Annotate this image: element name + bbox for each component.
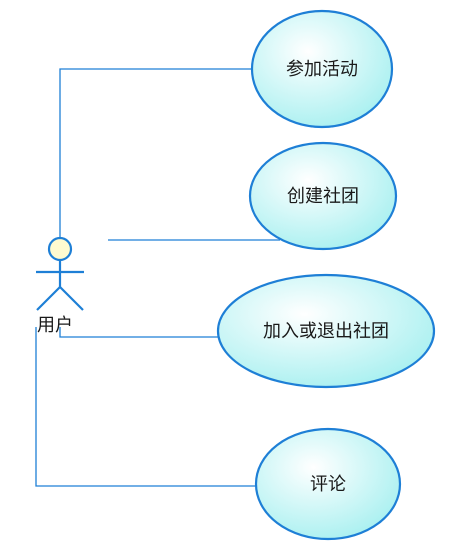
association-join-or-leave-club — [59, 327, 218, 338]
actor-head — [47, 236, 73, 262]
use-case-comment[interactable]: 评论 — [254, 427, 402, 541]
actor-left-leg — [36, 286, 61, 311]
use-case-create-club[interactable]: 创建社团 — [248, 141, 398, 251]
use-case-label: 加入或退出社团 — [263, 321, 389, 342]
association-comment — [35, 327, 256, 487]
actor-user[interactable] — [36, 236, 84, 311]
association-join-activity — [59, 68, 252, 238]
actor-right-leg — [59, 286, 84, 311]
use-case-ellipse — [254, 427, 402, 541]
use-case-ellipse — [216, 273, 436, 389]
use-case-label: 评论 — [310, 474, 346, 495]
use-case-join-or-leave-club[interactable]: 加入或退出社团 — [216, 273, 436, 389]
use-case-label: 创建社团 — [287, 186, 359, 207]
associations — [35, 68, 280, 487]
actor-label: 用户 — [37, 315, 73, 336]
use-case-label: 参加活动 — [286, 59, 358, 80]
use-case-ellipse — [248, 141, 398, 251]
use-case-join-activity[interactable]: 参加活动 — [250, 9, 394, 129]
use-case-ellipse — [250, 9, 394, 129]
